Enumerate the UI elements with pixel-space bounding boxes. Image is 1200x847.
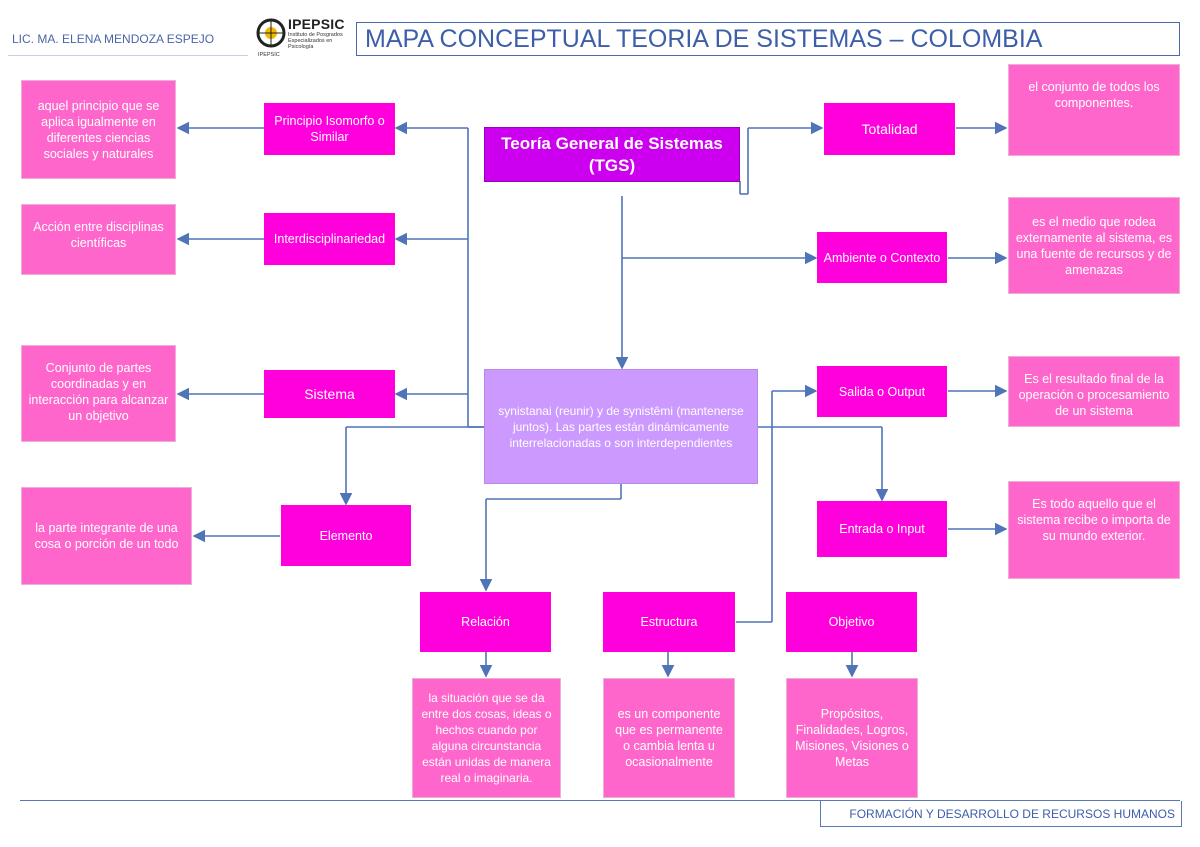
concept-entrada: Entrada o Input xyxy=(817,501,947,557)
concept-relacion: Relación xyxy=(420,592,551,652)
concept-sistema: Sistema xyxy=(264,370,395,418)
concept-interdisciplinariedad: Interdisciplinariedad xyxy=(264,213,395,265)
footer-label: FORMACIÓN Y DESARROLLO DE RECURSOS HUMAN… xyxy=(820,801,1182,827)
desc-estructura: es un componente que es permanente o cam… xyxy=(603,678,735,798)
footer-divider xyxy=(20,800,1180,801)
desc-ambiente: es el medio que rodea externamente al si… xyxy=(1008,197,1180,294)
concept-isomorfo: Principio Isomorfo o Similar xyxy=(264,103,395,155)
etymology-box: synistanai (reunir) y de synistêmi (mant… xyxy=(484,369,758,484)
desc-elemento: la parte integrante de una cosa o porció… xyxy=(21,487,192,585)
author-label: LIC. MA. ELENA MENDOZA ESPEJO xyxy=(8,22,248,56)
desc-salida: Es el resultado final de la operación o … xyxy=(1008,356,1180,427)
desc-entrada: Es todo aquello que el sistema recibe o … xyxy=(1008,481,1180,579)
ipepsic-logo: IPEPSIC Instituto de Posgrados Especiali… xyxy=(254,14,349,60)
concept-elemento: Elemento xyxy=(281,505,411,566)
desc-totalidad: el conjunto de todos los componentes. xyxy=(1008,64,1180,156)
concept-ambiente: Ambiente o Contexto xyxy=(817,232,947,283)
logo-mini-label: IPEPSIC xyxy=(258,52,280,58)
tgs-concept: Teoría General de Sistemas (TGS) xyxy=(484,127,740,182)
concept-objetivo: Objetivo xyxy=(786,592,917,652)
page-title: MAPA CONCEPTUAL TEORIA DE SISTEMAS – COL… xyxy=(356,22,1180,56)
concept-totalidad: Totalidad xyxy=(824,103,955,155)
desc-objetivo: Propósitos, Finalidades, Logros, Misione… xyxy=(786,678,918,798)
desc-relacion: la situación que se da entre dos cosas, … xyxy=(412,678,561,798)
concept-salida: Salida o Output xyxy=(817,366,947,417)
desc-sistema: Conjunto de partes coordinadas y en inte… xyxy=(21,345,176,442)
desc-interdisciplinariedad: Acción entre disciplinas científicas xyxy=(21,204,176,275)
logo-title: IPEPSIC xyxy=(288,16,345,32)
concept-estructura: Estructura xyxy=(603,592,735,652)
logo-emblem-icon xyxy=(256,18,286,48)
desc-isomorfo: aquel principio que se aplica igualmente… xyxy=(21,80,176,179)
logo-subtitle: Instituto de Posgrados Especializados en… xyxy=(288,32,343,50)
